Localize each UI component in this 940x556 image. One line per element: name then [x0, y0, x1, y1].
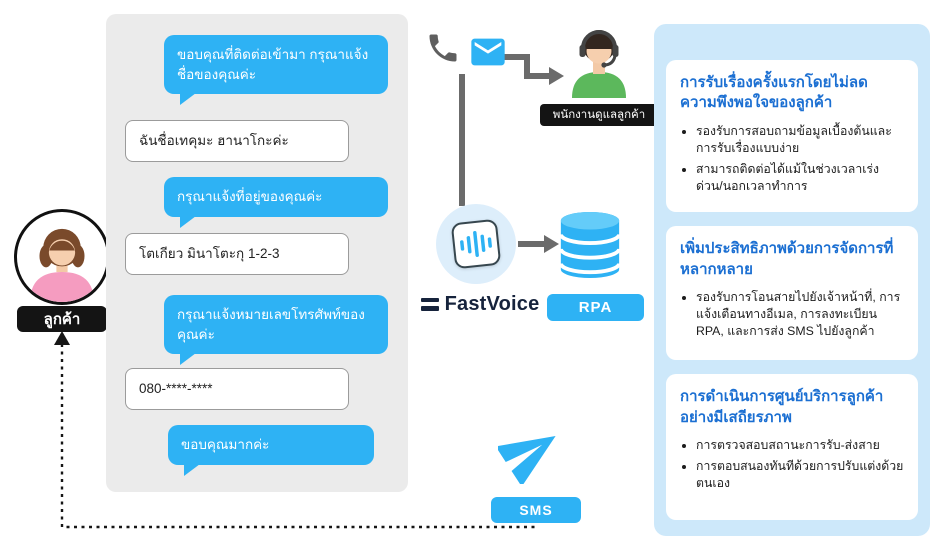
flow-arrowhead-agent — [549, 67, 564, 85]
benefit-bullet: สามารถติดต่อได้แม้ในช่วงเวลาเร่งด่วน/นอก… — [696, 161, 904, 195]
agent-headset-icon — [572, 30, 626, 98]
benefit-bullet: การตรวจสอบสถานะการรับ-ส่งสาย — [696, 437, 904, 454]
benefit-bullet-list: รองรับการสอบถามข้อมูลเบื้องต้นและการรับเ… — [680, 123, 904, 196]
chat-bubble-bot: ขอบคุณมากค่ะ — [168, 425, 374, 476]
phone-icon — [425, 30, 461, 71]
rpa-badge: RPA — [547, 294, 644, 321]
agent-avatar — [566, 24, 632, 103]
flow-arrowhead-customer — [54, 331, 70, 345]
chat-bubble-user: โตเกียว มินาโตะกุ 1-2-3 — [125, 233, 349, 275]
chat-bubble-user: ฉันชื่อเทคุมะ ฮานาโกะค่ะ — [125, 120, 349, 162]
fastvoice-wordmark: FastVoice — [444, 292, 540, 315]
chat-bubble-bot: กรุณาแจ้งหมายเลขโทรศัพท์ของคุณค่ะ — [164, 295, 388, 366]
benefit-card: การดำเนินการศูนย์บริการลูกค้าอย่างมีเสถี… — [666, 374, 918, 521]
benefit-card: เพิ่มประสิทธิภาพด้วยการจัดการที่หลากหลาย… — [666, 226, 918, 361]
paper-plane-icon — [495, 420, 564, 489]
customer-avatar-icon — [30, 228, 94, 302]
benefits-panel: การรับเรื่องครั้งแรกโดยไม่ลดความพึงพอใจข… — [654, 24, 930, 536]
benefit-bullet-list: รองรับการโอนสายไปยังเจ้าหน้าที่, การแจ้ง… — [680, 289, 904, 341]
agent-label: พนักงานดูแลลูกค้า — [540, 104, 658, 126]
benefit-card: การรับเรื่องครั้งแรกโดยไม่ลดความพึงพอใจข… — [666, 60, 918, 213]
customer-label: ลูกค้า — [17, 306, 107, 332]
chat-bubble-user: 080-****-**** — [125, 368, 349, 410]
fastvoice-hub — [436, 204, 516, 284]
benefit-card-title: การดำเนินการศูนย์บริการลูกค้าอย่างมีเสถี… — [680, 388, 884, 426]
chat-panel: ขอบคุณที่ติดต่อเข้ามา กรุณาแจ้งชื่อของคุ… — [106, 14, 408, 492]
fastvoice-logo: FastVoice — [408, 290, 552, 318]
benefit-bullet: รองรับการสอบถามข้อมูลเบื้องต้นและการรับเ… — [696, 123, 904, 157]
chat-bubble-bot: กรุณาแจ้งที่อยู่ของคุณค่ะ — [164, 177, 388, 228]
fastvoice-logo-icon — [420, 297, 439, 311]
sms-badge: SMS — [491, 497, 581, 523]
customer-avatar — [14, 209, 110, 305]
benefit-bullet: รองรับการโอนสายไปยังเจ้าหน้าที่, การแจ้ง… — [696, 289, 904, 341]
benefit-bullet-list: การตรวจสอบสถานะการรับ-ส่งสาย การตอบสนองท… — [680, 437, 904, 493]
benefit-card-title: เพิ่มประสิทธิภาพด้วยการจัดการที่หลากหลาย — [680, 240, 894, 278]
benefit-card-title: การรับเรื่องครั้งแรกโดยไม่ลดความพึงพอใจข… — [680, 74, 868, 112]
soundwave-icon — [450, 218, 502, 270]
chat-bubble-bot: ขอบคุณที่ติดต่อเข้ามา กรุณาแจ้งชื่อของคุ… — [164, 35, 388, 106]
database-icon — [556, 208, 624, 289]
benefit-bullet: การตอบสนองทันทีด้วยการปรับแต่งด้วยตนเอง — [696, 458, 904, 492]
envelope-icon — [468, 32, 508, 77]
